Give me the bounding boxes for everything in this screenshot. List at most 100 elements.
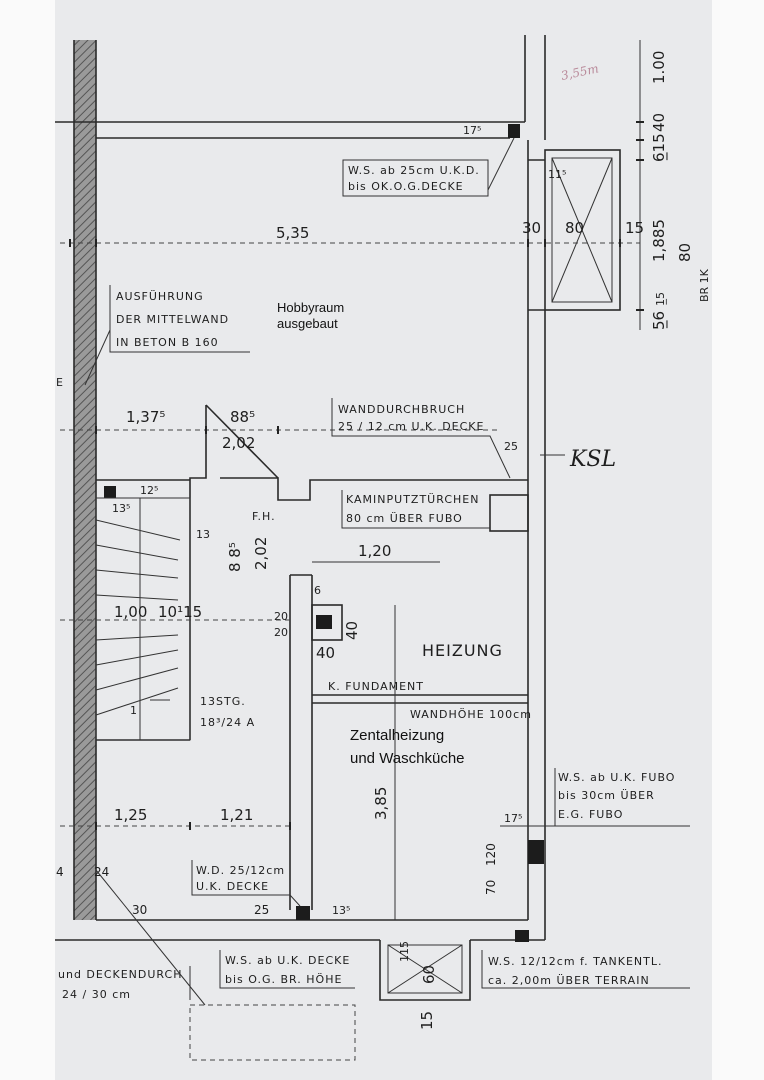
tick-marks <box>69 121 644 830</box>
note-tank-2: ca. 2,00m ÜBER TERRAIN <box>488 974 650 987</box>
r-1x: BR 1K <box>698 268 711 302</box>
label-zentral-2: und Waschküche <box>350 750 465 767</box>
dim-6: 6 <box>314 584 321 597</box>
pillar-stair <box>104 486 116 498</box>
pillar-bottom-left <box>296 906 310 920</box>
note-deckendurch-2: 24 / 30 cm <box>62 988 131 1001</box>
dim-202v: 2,02 <box>252 537 270 570</box>
dim-80: 80 <box>565 219 584 237</box>
dim-1: 1 <box>130 704 137 717</box>
note-wsdecke-1: W.S. ab U.K. DECKE <box>225 954 350 967</box>
right-white-margin <box>712 0 764 1080</box>
pillar-chimney <box>316 615 332 629</box>
dim-535: 5,35 <box>276 224 309 242</box>
label-fundament: K. FUNDAMENT <box>328 680 424 693</box>
dim-20a: 20 <box>274 610 288 623</box>
note-ausf-3: IN BETON B 160 <box>116 336 219 349</box>
dim-40b: 40 <box>343 621 361 640</box>
dim-175b: 17⁵ <box>504 812 522 825</box>
dim-385: 3,85 <box>372 787 390 820</box>
label-heizung: HEIZUNG <box>422 641 503 660</box>
note-kamin-1: KAMINPUTZTÜRCHEN <box>346 493 479 506</box>
pillar-right <box>528 840 544 864</box>
plan-notes: W.S. ab 25cm U.K.D. bis OK.O.G.DECKE AUS… <box>56 137 690 1006</box>
dim-25: 25 <box>504 440 518 453</box>
note-edge-e: E <box>56 376 64 389</box>
left-hatched-wall <box>74 40 96 920</box>
interior-walls <box>189 404 529 910</box>
note-wsfubo-2: bis 30cm ÜBER <box>558 789 655 802</box>
dim-13: 13 <box>196 528 210 541</box>
note-kamin-2: 80 cm ÜBER FUBO <box>346 512 463 525</box>
dim-175: 17⁵ <box>463 124 481 137</box>
dimension-lines <box>60 40 690 920</box>
dim-15b: 15 <box>418 1011 436 1030</box>
dim-121: 1,21 <box>220 806 253 824</box>
dim-885: 88⁵ <box>230 408 255 426</box>
r-80: 80 <box>676 243 694 262</box>
note-ausf-1: AUSFÜHRUNG <box>116 290 204 303</box>
shaft-box <box>527 149 621 311</box>
dimension-labels: 5,35 30 80 15 17⁵ 11⁵ 1,37⁵ 88⁵ 2,02 25 … <box>56 124 644 1030</box>
dim-115b: 115 <box>398 941 411 962</box>
dim-30b: 30 <box>132 903 147 917</box>
pillar-bottom-right <box>515 930 529 942</box>
dim-25b: 25 <box>254 903 269 917</box>
note-ws-top-2: bis OK.O.G.DECKE <box>348 180 464 193</box>
label-zentral-1: Zentalheizung <box>350 727 444 744</box>
label-wandhoehe: WANDHÖHE 100cm <box>410 708 532 721</box>
label-stg-2: 18³/24 A <box>200 716 255 729</box>
room-labels: Hobbyraum ausgebaut Zentalheizung und Wa… <box>200 61 616 767</box>
dim-20b: 20 <box>274 626 288 639</box>
note-wsdecke-2: bis O.G. BR. HÖHE <box>225 973 342 986</box>
staircase <box>95 497 191 741</box>
note-deckendurch-1: und DECKENDURCH <box>58 968 182 981</box>
dim-30: 30 <box>522 219 541 237</box>
dim-125: 12⁵ <box>140 484 158 497</box>
dim-202: 2,02 <box>222 434 255 452</box>
dim-1375: 1,37⁵ <box>126 408 165 426</box>
r-40: 40 <box>650 113 668 132</box>
dim-15: 15 <box>625 219 644 237</box>
r-15: 1̲5 <box>654 292 667 306</box>
note-wdb-1: WANDDURCHBRUCH <box>338 403 465 416</box>
dim-135b: 13⁵ <box>332 904 350 917</box>
label-ksl: KSL <box>569 447 616 472</box>
bottom-bay <box>189 940 471 1061</box>
dim-70: 70 <box>484 880 498 895</box>
label-stg-1: 13STG. <box>200 695 246 708</box>
note-wdb-2: 25 / 12 cm U.K. DECKE <box>338 420 484 433</box>
r-56: 5̲6 <box>650 311 669 330</box>
dim-40a: 40 <box>316 644 335 662</box>
note-ausf-2: DER MITTELWAND <box>116 313 229 326</box>
r-100: 1.00 <box>650 51 668 84</box>
dim-120: 1,20 <box>358 542 391 560</box>
note-wsfubo-1: W.S. ab U.K. FUBO <box>558 771 675 784</box>
r-1885: 1,885 <box>650 219 668 262</box>
note-wd-1: W.D. 25/12cm <box>196 864 285 877</box>
dim-135: 13⁵ <box>112 502 130 515</box>
dim-120b: 120 <box>484 843 498 866</box>
note-ws-top-1: W.S. ab 25cm U.K.D. <box>348 164 480 177</box>
label-fh: F.H. <box>252 510 276 523</box>
label-hobbyraum-1: Hobbyraum <box>277 300 344 315</box>
dim-4: 4 <box>56 865 64 879</box>
note-tank-1: W.S. 12/12cm f. TANKENTL. <box>488 955 662 968</box>
r-615: 6̲15 <box>650 133 669 162</box>
note-wd-2: U.K. DECKE <box>196 880 269 893</box>
dim-1015: 10¹15 <box>158 603 202 621</box>
dim-24: 24 <box>94 865 109 879</box>
left-white-margin <box>0 0 55 1080</box>
label-hobbyraum-2: ausgebaut <box>277 316 338 331</box>
right-dimensions: 1.00 40 6̲15 1,885 80 BR 1K 5̲6 1̲5 <box>650 51 711 330</box>
note-wsfubo-3: E.G. FUBO <box>558 808 623 821</box>
dim-885v: 8 8⁵ <box>226 542 244 572</box>
pillar-top <box>508 124 520 138</box>
dim-115: 11⁵ <box>548 168 566 181</box>
dim-60: 60 <box>420 965 438 984</box>
dim-125b: 1,25 <box>114 806 147 824</box>
outer-walls <box>55 35 546 941</box>
dim-100: 1,00 <box>114 603 147 621</box>
